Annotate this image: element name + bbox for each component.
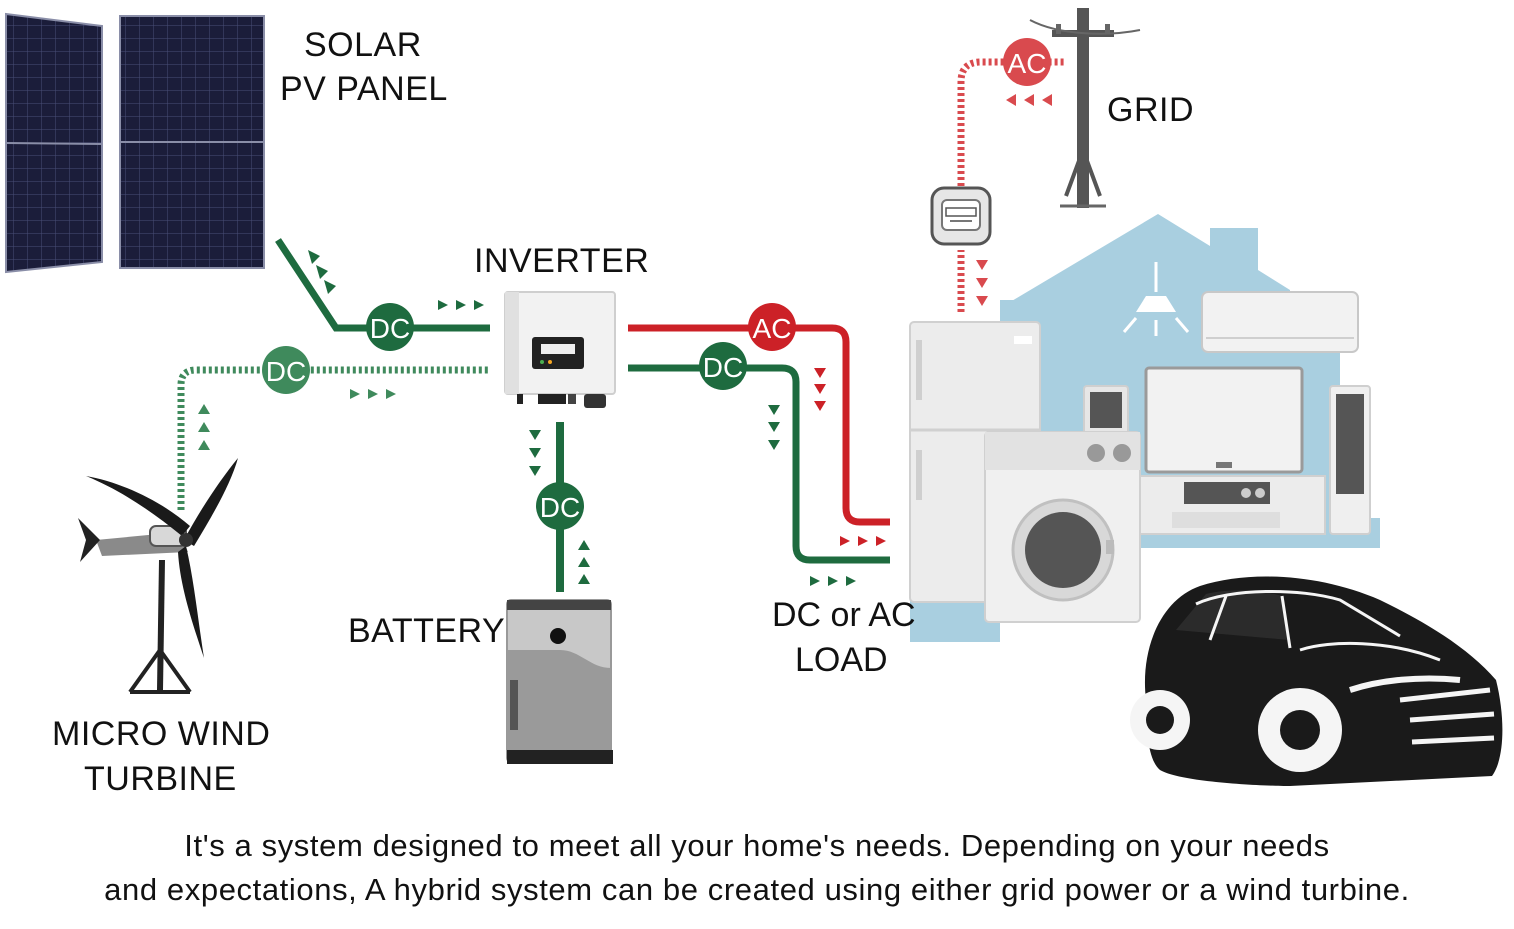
electric-meter-icon <box>930 186 992 246</box>
electric-car-icon <box>1130 576 1503 786</box>
ac-badge-grid: AC <box>1003 38 1051 86</box>
wind-dc-line <box>177 366 490 510</box>
dc-load-flow-arrows <box>768 405 856 586</box>
dc-badge-wind: DC <box>262 346 310 394</box>
dc-badge-battery: DC <box>536 482 584 530</box>
svg-text:AC: AC <box>1008 48 1047 79</box>
dc-badge-load: DC <box>699 342 747 390</box>
wind-label-line1: MICRO WIND <box>52 715 271 753</box>
load-label-line2: LOAD <box>795 641 888 679</box>
solar-flow-arrows <box>308 250 484 310</box>
ac-load-flow-arrows <box>814 368 886 546</box>
svg-text:AC: AC <box>753 313 792 344</box>
solar-label: SOLAR <box>304 26 422 64</box>
load-ac-line <box>628 324 890 526</box>
caption-line1: It's a system designed to meet all your … <box>184 828 1330 863</box>
appliances-icon <box>909 321 1371 623</box>
ac-badge-load: AC <box>748 303 796 351</box>
load-label-line1: DC or AC <box>772 596 916 634</box>
svg-text:DC: DC <box>703 352 743 383</box>
load-dc-line <box>628 364 890 564</box>
inverter-icon <box>504 291 616 408</box>
battery-icon <box>506 599 613 764</box>
solar-panel-icon <box>5 12 265 274</box>
svg-text:DC: DC <box>370 313 410 344</box>
battery-flow-arrows <box>529 430 590 584</box>
utility-pole-icon <box>1029 8 1141 208</box>
grid-flow-arrows <box>976 94 1052 306</box>
inverter-label: INVERTER <box>474 242 650 280</box>
grid-label: GRID <box>1107 91 1194 129</box>
svg-text:DC: DC <box>540 492 580 523</box>
wind-flow-arrows <box>198 389 396 450</box>
grid-ac-line <box>957 58 1066 312</box>
solar-dc-line <box>275 238 490 332</box>
pv-panel-label: PV PANEL <box>280 70 448 108</box>
caption-line2: and expectations, A hybrid system can be… <box>104 872 1410 907</box>
wind-label-line2: TURBINE <box>84 760 237 798</box>
dc-badge-solar: DC <box>366 303 414 351</box>
battery-label: BATTERY <box>348 612 506 650</box>
wind-turbine-icon <box>78 458 238 694</box>
svg-text:DC: DC <box>266 356 306 387</box>
